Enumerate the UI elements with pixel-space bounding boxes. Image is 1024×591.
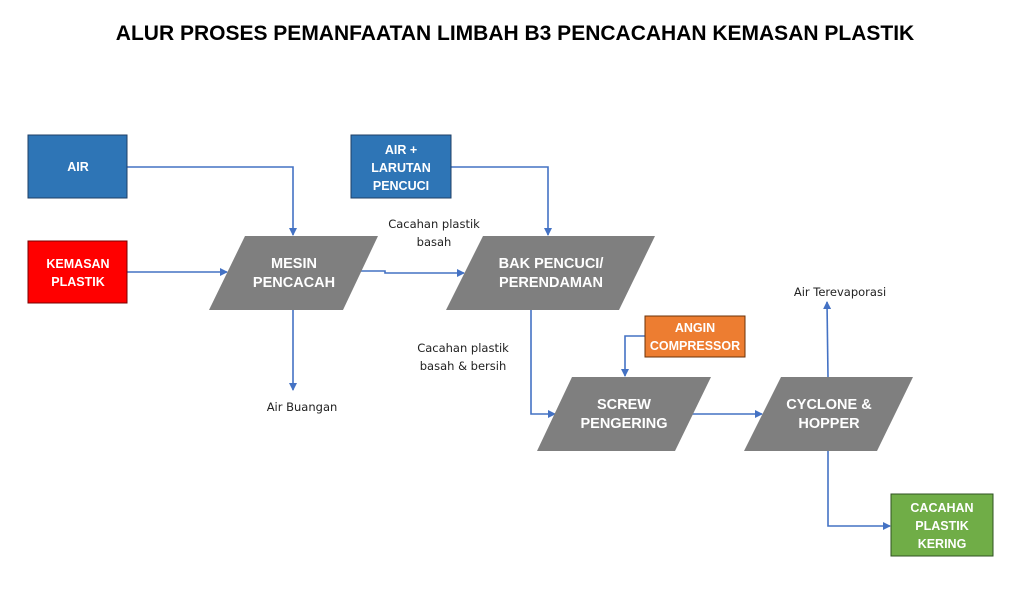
diagram-title: ALUR PROSES PEMANFAATAN LIMBAH B3 PENCAC… [116, 22, 914, 45]
arrow-angin-to-screw [621, 335, 645, 377]
input-air-larutan-pencuci: AIR + LARUTAN PENCUCI [350, 134, 452, 199]
input-kemasan-label-2: PLASTIK [51, 275, 104, 289]
input-larutan-label-3: PENCUCI [373, 179, 429, 193]
arrow-air-to-mesin [127, 166, 297, 236]
output-cacahan-plastik-kering: CACAHAN PLASTIK KERING [890, 493, 994, 557]
output-label-2: PLASTIK [915, 519, 968, 533]
process-screw-label-1: SCREW [597, 397, 651, 413]
input-angin-label-1: ANGIN [675, 321, 715, 335]
arrow-cyclone-to-output [827, 451, 891, 530]
arrow-larutan-to-bak [451, 166, 552, 236]
process-cyclone-hopper: CYCLONE & HOPPER [744, 377, 913, 451]
input-larutan-label-1: AIR + [385, 143, 417, 157]
process-cyclone-label-1: CYCLONE & [786, 397, 872, 413]
process-mesin-label-2: PENCACAH [253, 275, 335, 291]
label-cacahan-bersih-2: basah & bersih [420, 359, 507, 373]
label-cacahan-basah-1: Cacahan plastik [388, 217, 480, 231]
process-bak-label-1: BAK PENCUCI/ [499, 256, 604, 272]
process-mesin-label-1: MESIN [271, 256, 317, 272]
input-kemasan-plastik: KEMASAN PLASTIK [27, 240, 128, 304]
process-cyclone-label-2: HOPPER [798, 416, 860, 432]
label-cacahan-bersih-1: Cacahan plastik [417, 341, 509, 355]
process-mesin-pencacah: MESIN PENCACAH [209, 236, 378, 310]
input-angin-label-2: COMPRESSOR [650, 339, 740, 353]
process-screw-label-2: PENGERING [580, 416, 667, 432]
arrow-mesin-to-bak [360, 269, 465, 277]
process-screw-pengering: SCREW PENGERING [537, 377, 711, 451]
input-kemasan-label-1: KEMASAN [46, 257, 109, 271]
label-air-buangan: Air Buangan [267, 400, 338, 414]
output-label-1: CACAHAN [910, 501, 973, 515]
process-bak-pencuci: BAK PENCUCI/ PERENDAMAN [446, 236, 655, 310]
arrow-bak-to-screw [530, 310, 556, 418]
input-larutan-label-2: LARUTAN [371, 161, 430, 175]
label-cacahan-basah-2: basah [417, 235, 452, 249]
input-air-label: AIR [67, 160, 89, 174]
input-air: AIR [27, 134, 128, 199]
input-angin-compressor: ANGIN COMPRESSOR [644, 315, 746, 358]
arrow-cyclone-to-air-terevaporasi [823, 301, 832, 378]
process-bak-label-2: PERENDAMAN [499, 275, 603, 291]
label-air-terevaporasi: Air Terevaporasi [794, 285, 886, 299]
output-label-3: KERING [918, 537, 967, 551]
